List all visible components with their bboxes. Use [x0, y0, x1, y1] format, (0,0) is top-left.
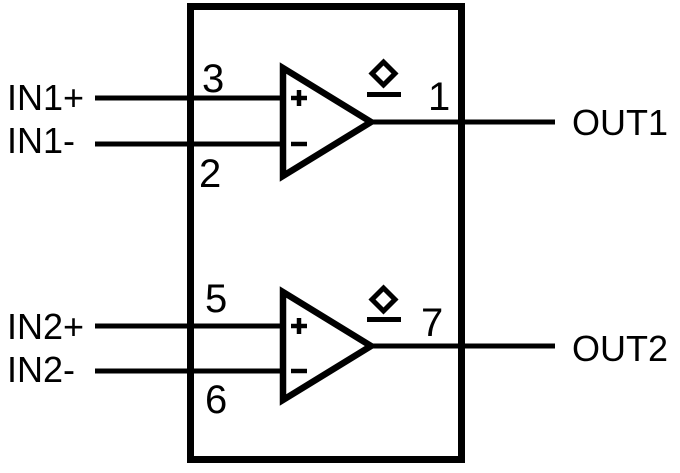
op-amp-triangle-1 [279, 62, 378, 182]
plus-icon [291, 318, 307, 334]
plus-icon [291, 90, 307, 106]
pin-number-5: 5 [205, 277, 227, 321]
diamond-underline-icon [367, 284, 401, 322]
amplifier-2: 5 6 7 IN2+ IN2- OUT2 [7, 277, 668, 422]
diamond-underline-icon [367, 58, 401, 97]
pin-number-2: 2 [199, 152, 221, 196]
pin-number-7: 7 [421, 301, 443, 345]
pin-number-1: 1 [428, 75, 450, 119]
ic-body-outline [187, 3, 465, 463]
label-in1-plus: IN1+ [7, 77, 84, 118]
label-in2-minus: IN2- [7, 349, 75, 390]
amplifier-1: 3 2 1 IN1+ IN1- OUT1 [7, 57, 668, 196]
label-out2: OUT2 [572, 328, 668, 369]
op-amp-triangle-2 [279, 286, 378, 406]
pin-number-3: 3 [202, 57, 224, 101]
label-out1: OUT1 [572, 102, 668, 143]
label-in1-minus: IN1- [7, 120, 75, 161]
pin-number-6: 6 [205, 378, 227, 422]
label-in2-plus: IN2+ [7, 306, 84, 347]
